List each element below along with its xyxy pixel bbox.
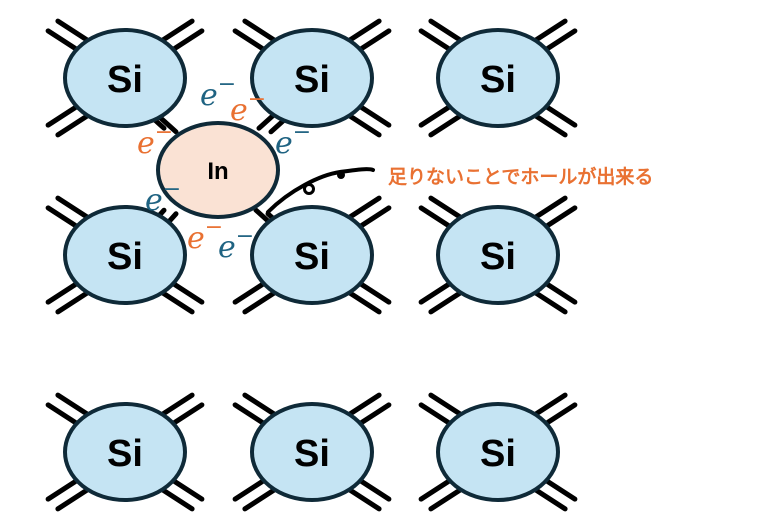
electron-label: e− (145, 177, 181, 218)
si-atom: Si (63, 28, 187, 128)
si-atom: Si (250, 205, 374, 305)
si-atom: Si (63, 205, 187, 305)
si-atom: Si (436, 402, 560, 502)
electron-label: e− (275, 120, 311, 161)
impurity-label: In (207, 158, 228, 185)
atom-label: Si (480, 59, 516, 101)
si-atom: Si (250, 28, 374, 128)
hole-arrow (266, 167, 375, 214)
atom-label: Si (107, 433, 143, 475)
hole-annotation: 足りないことでホールが出来る (388, 165, 653, 188)
electron-label: e− (218, 224, 254, 265)
si-atom: Si (436, 28, 560, 128)
atom-label: Si (107, 236, 143, 278)
si-atom: Si (436, 205, 560, 305)
atom-label: Si (294, 59, 330, 101)
electron-label: e− (230, 87, 266, 128)
electron-label: e− (200, 72, 236, 113)
atom-label: Si (294, 236, 330, 278)
electron-label: e− (187, 215, 223, 256)
atom-label: Si (294, 433, 330, 475)
impurity-atom: In (156, 121, 280, 219)
si-atom: Si (250, 402, 374, 502)
electrons: e−e−e−e−e−e−e− (137, 72, 311, 265)
si-atom: Si (63, 402, 187, 502)
electron-label: e− (137, 120, 173, 161)
atom-label: Si (480, 236, 516, 278)
atom-label: Si (480, 433, 516, 475)
atom-label: Si (107, 59, 143, 101)
